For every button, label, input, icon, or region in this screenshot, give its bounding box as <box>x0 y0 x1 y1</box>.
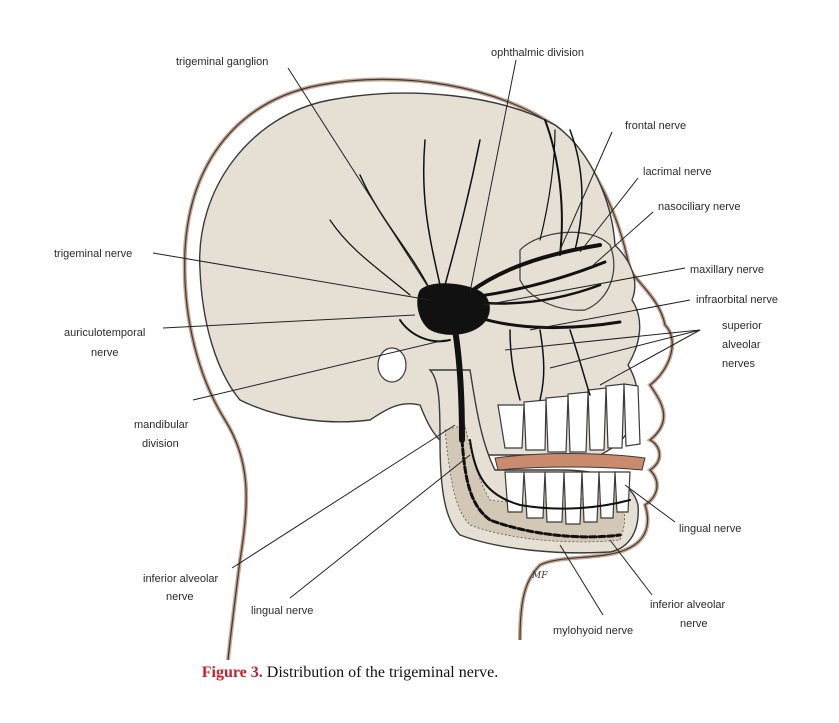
label-lingual-nerve-bottom: lingual nerve <box>251 605 313 617</box>
label-infraorbital-nerve: infraorbital nerve <box>696 294 778 306</box>
upper-teeth <box>497 383 641 453</box>
label-inferior-alveolar-right-nerve: nerve <box>680 618 708 630</box>
label-nasociliary-nerve: nasociliary nerve <box>658 201 741 213</box>
head-outline <box>184 78 673 661</box>
figure-caption: Figure 3. Distribution of the trigeminal… <box>0 664 700 682</box>
leader-lines <box>152 59 701 616</box>
artist-signature: MF <box>531 571 548 581</box>
trigeminal-ganglion-mass <box>417 283 490 335</box>
label-mylohyoid-nerve: mylohyoid nerve <box>553 625 633 637</box>
label-frontal-nerve: frontal nerve <box>625 120 686 132</box>
label-inferior-alveolar-right: inferior alveolar <box>650 599 726 611</box>
label-auriculotemporal-nerve: nerve <box>91 347 119 359</box>
label-mandibular: mandibular <box>134 419 189 431</box>
caption-text: Distribution of the trigeminal nerve. <box>266 664 499 681</box>
ear-canal <box>377 347 407 383</box>
lower-teeth <box>504 471 631 525</box>
figure-number: Figure 3. <box>201 664 263 681</box>
label-inferior-alveolar-left: inferior alveolar <box>143 573 219 585</box>
label-superior: superior <box>722 320 762 332</box>
labels: trigeminal ganglion ophthalmic division … <box>54 47 778 637</box>
label-lingual-nerve-right: lingual nerve <box>679 523 741 535</box>
trigeminal-diagram: MF trigeminal ganglion ophthalmic divisi… <box>54 47 778 661</box>
label-ophthalmic-division: ophthalmic division <box>491 47 584 59</box>
label-trigeminal-ganglion: trigeminal ganglion <box>176 56 268 68</box>
label-lacrimal-nerve: lacrimal nerve <box>643 166 711 178</box>
gum <box>494 453 646 471</box>
label-trigeminal-nerve: trigeminal nerve <box>54 248 132 260</box>
label-nerves: nerves <box>722 358 756 370</box>
label-auriculotemporal: auriculotemporal <box>64 327 145 339</box>
label-division: division <box>142 438 179 450</box>
label-alveolar: alveolar <box>722 339 761 351</box>
label-maxillary-nerve: maxillary nerve <box>690 264 764 276</box>
label-inferior-alveolar-left-nerve: nerve <box>166 591 194 603</box>
